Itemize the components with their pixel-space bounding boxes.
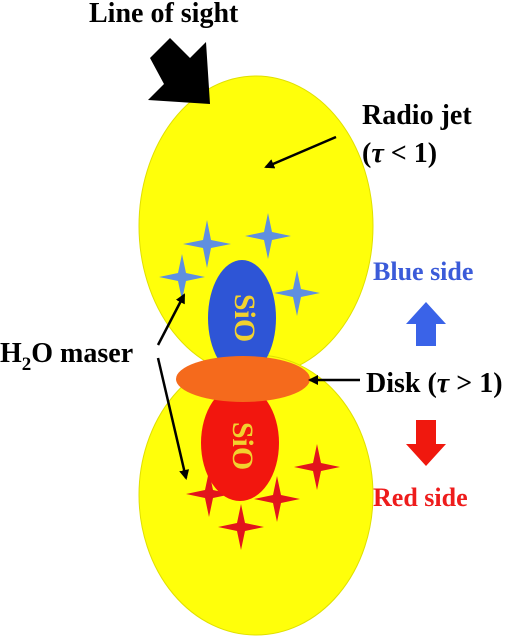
disk	[176, 356, 310, 402]
sio-blue-lobe	[208, 260, 276, 376]
h2o-maser-pointer-upper	[156, 293, 186, 346]
red-maser-star-icon	[218, 504, 264, 550]
blue-side-arrow-icon	[406, 302, 446, 346]
sio-top-label: SiO	[228, 294, 261, 342]
disk-label: Disk (τ > 1)	[366, 368, 503, 399]
radio-jet-open-paren: (	[362, 138, 371, 169]
blue-maser-star-icon	[274, 270, 320, 316]
disk-tau-rest: > 1)	[449, 368, 502, 399]
red-maser-star-icon	[186, 471, 232, 517]
radio-jet-tau-rest: < 1)	[384, 138, 437, 169]
blue-maser-star-icon	[245, 213, 291, 259]
red-maser-star-icon	[294, 444, 340, 490]
radio-jet-opacity-label: (τ < 1)	[362, 138, 437, 169]
red-maser-stars	[186, 444, 340, 550]
h2o-rest: O maser	[31, 338, 133, 369]
h2o-subscript: 2	[22, 354, 32, 375]
h2o-maser-label: H2O maser	[0, 338, 133, 375]
red-side-arrow-icon	[406, 420, 446, 466]
radio-jet-pointer	[264, 135, 337, 169]
disk-prefix: Disk (	[366, 368, 437, 399]
blue-maser-stars	[159, 213, 320, 316]
radio-jet-tau: τ	[371, 138, 385, 169]
disk-tau: τ	[437, 368, 451, 399]
blue-maser-star-icon	[159, 254, 205, 300]
sio-bottom-label: SiO	[226, 422, 259, 470]
red-maser-star-icon	[254, 476, 300, 522]
blue-maser-star-icon	[183, 220, 231, 268]
blue-side-label: Blue side	[373, 257, 473, 286]
line-of-sight-arrow-icon	[148, 38, 210, 104]
h2o-h: H	[0, 338, 22, 369]
line-of-sight-label: Line of sight	[89, 0, 239, 29]
sio-red-lobe	[201, 385, 279, 501]
h2o-maser-pointer-lower	[156, 357, 190, 480]
radio-jet-label: Radio jet	[362, 100, 472, 131]
red-side-label: Red side	[373, 483, 468, 512]
